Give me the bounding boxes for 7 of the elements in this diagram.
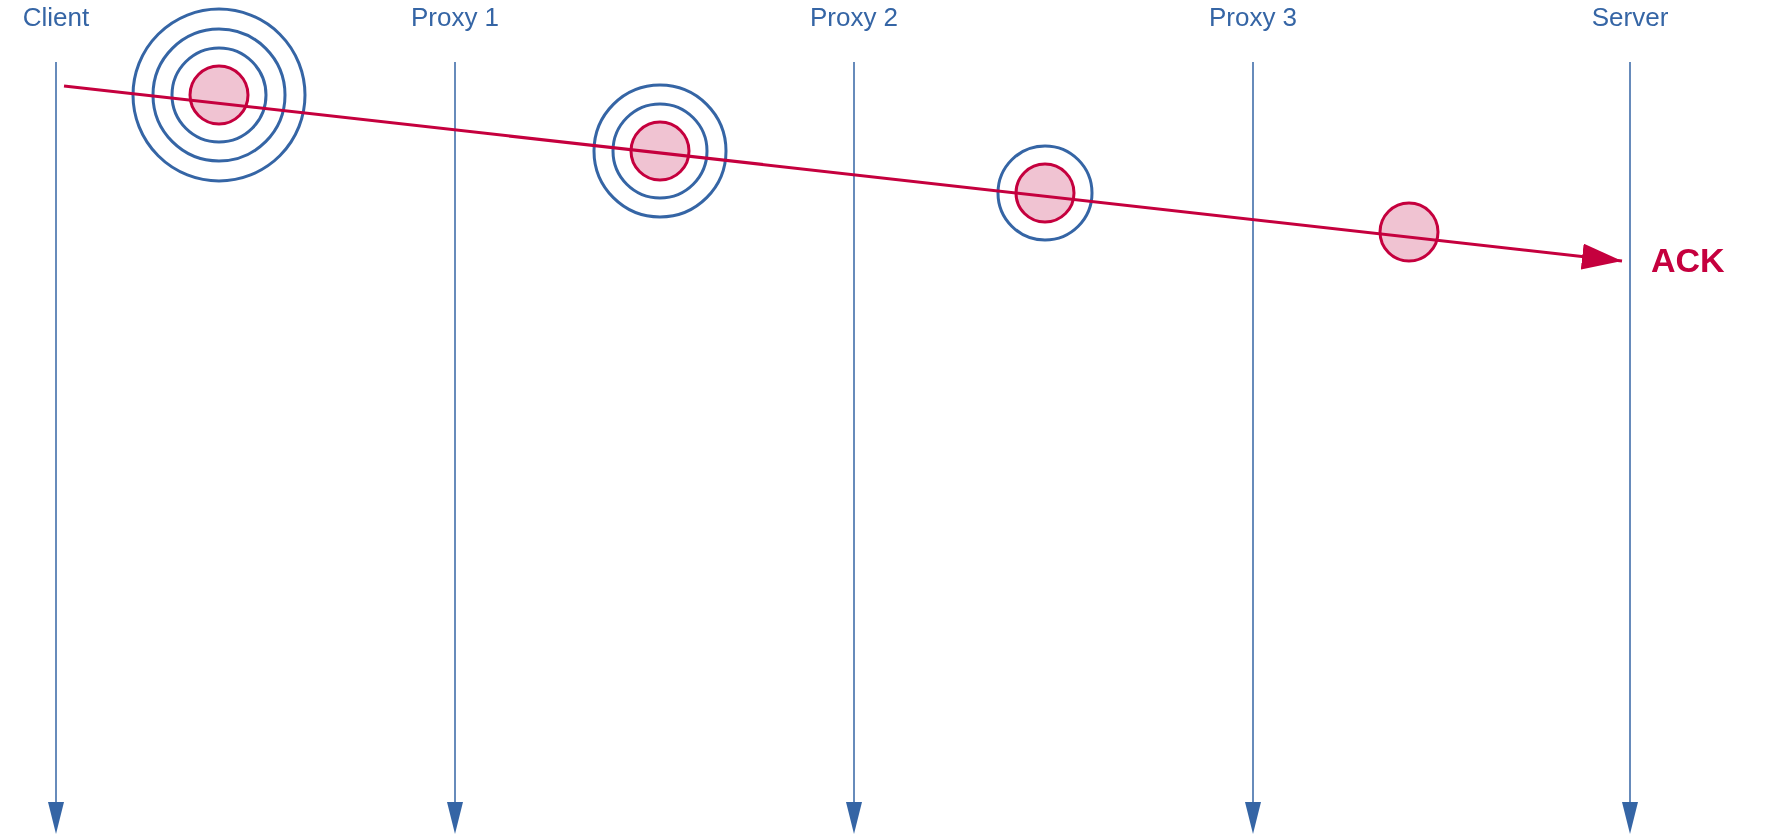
participant-label: Client [22, 2, 90, 32]
participant-label: Proxy 2 [809, 2, 899, 32]
participant-label: Server [1591, 2, 1669, 32]
participant-label: Proxy 1 [410, 2, 500, 32]
message-label: ACK [1651, 241, 1725, 279]
participant-label: Proxy 3 [1208, 2, 1298, 32]
message-arrow [63, 84, 1623, 270]
